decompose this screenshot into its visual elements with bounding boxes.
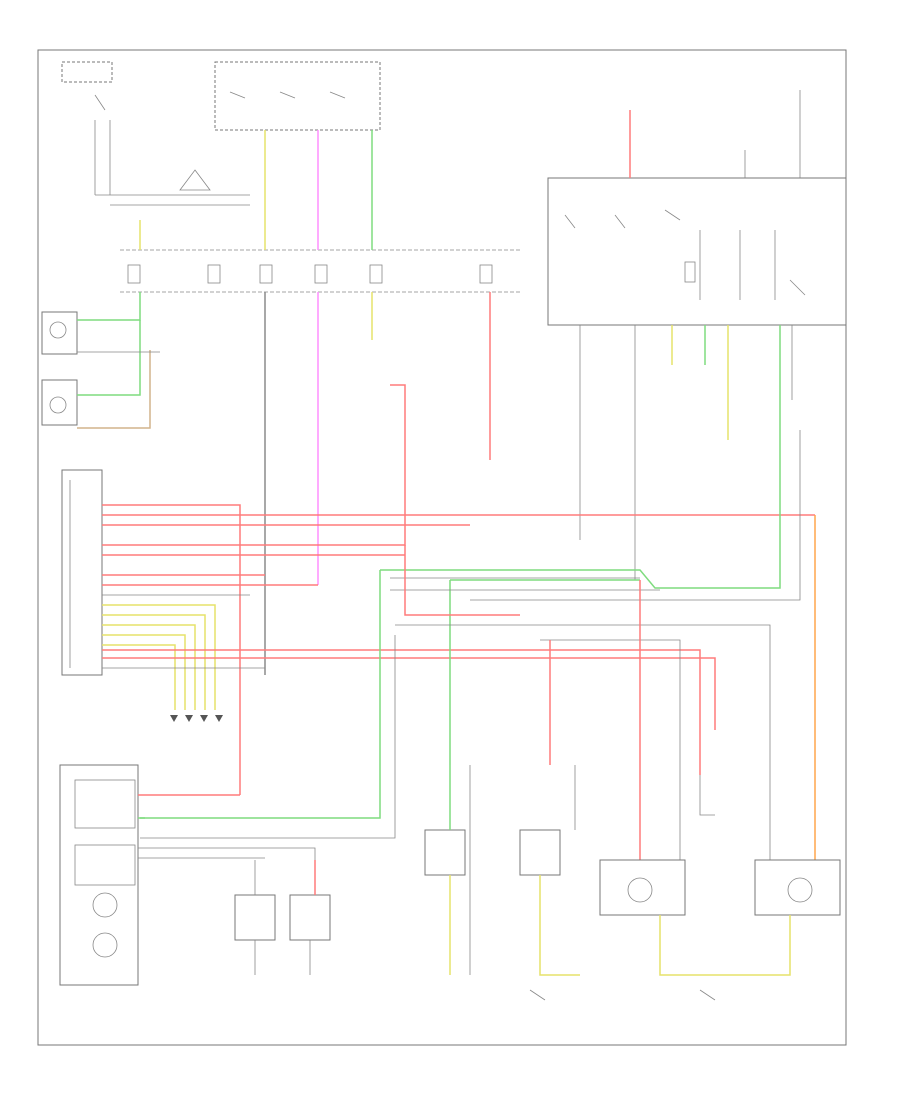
ground-symbols	[170, 715, 716, 1001]
relay-output-wires	[579, 325, 793, 580]
switch-output-wires	[139, 130, 491, 675]
harness-wires	[102, 384, 815, 795]
diagram-frame	[37, 49, 847, 1046]
lower-lamps	[234, 765, 841, 976]
fuse-panel	[120, 249, 520, 293]
headlight-switch-group	[61, 61, 381, 206]
left-lamps	[41, 292, 160, 429]
long-runs	[140, 325, 816, 860]
turn-signal-relay	[547, 90, 847, 326]
instrument-cluster	[59, 764, 316, 986]
control-module	[61, 469, 103, 676]
